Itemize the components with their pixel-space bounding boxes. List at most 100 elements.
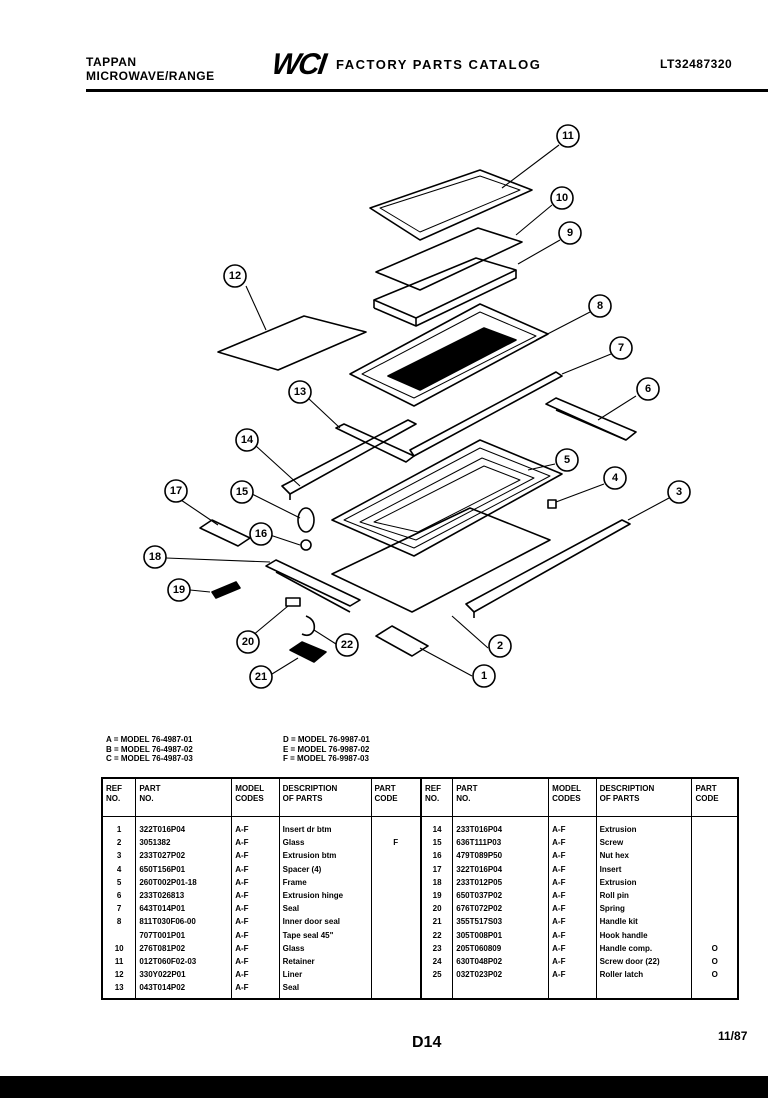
table-cell [695, 836, 734, 849]
table-cell: O [711, 970, 718, 980]
table-cell: Handle kit [599, 917, 638, 927]
table-cell: Roll pin [599, 890, 629, 900]
table-cell: A-F [235, 864, 249, 874]
page-number: D14 [412, 1034, 442, 1051]
table-cell: 15 [432, 838, 442, 848]
table-cell: 3 [116, 851, 122, 861]
table-cell: A-F [235, 890, 249, 900]
table-cell: Retainer [282, 956, 315, 966]
part-12-liner [217, 315, 367, 371]
part-18-extrusion [265, 559, 361, 613]
table-cell [375, 849, 417, 862]
table-cell: 25 [432, 970, 442, 980]
svg-text:18: 18 [149, 551, 161, 563]
table-cell: Glass [282, 838, 305, 848]
model-b: B = MODEL 76-4987-02 [106, 744, 193, 754]
svg-text:7: 7 [618, 342, 624, 354]
table-cell: 707T001P01 [139, 930, 186, 940]
model-list-left: A = MODEL 76-4987-01 B = MODEL 76-4987-0… [106, 735, 193, 764]
table-cell: 23 [432, 943, 442, 953]
brand-block: TAPPAN MICROWAVE/RANGE [86, 55, 215, 83]
table-cell: 16 [432, 851, 442, 861]
table-cell: 233T026813 [139, 890, 185, 900]
table-cell: A-F [552, 877, 566, 887]
table-cell: F [393, 838, 399, 848]
part-10-glass [375, 227, 523, 291]
table-cell: Extrusion [599, 877, 637, 887]
callout-7: 7 [609, 336, 633, 360]
model-list-right: D = MODEL 76-9987-01 E = MODEL 76-9987-0… [283, 735, 370, 764]
svg-text:2: 2 [497, 640, 503, 652]
table-cell: 322T016P04 [456, 864, 503, 874]
svg-text:11: 11 [562, 130, 574, 142]
svg-text:20: 20 [242, 636, 254, 648]
svg-text:10: 10 [556, 192, 568, 204]
brand-line-2: MICROWAVE/RANGE [86, 69, 215, 83]
svg-text:17: 17 [170, 485, 182, 497]
table-cell: Frame [282, 877, 307, 887]
table-cell: A-F [552, 851, 566, 861]
svg-text:3: 3 [676, 486, 682, 498]
table-cell [375, 981, 417, 994]
table-cell [375, 929, 417, 942]
callout-14: 14 [235, 428, 259, 452]
part-11-retainer [369, 169, 533, 241]
table-cell: 1 [116, 825, 122, 834]
table-cell [375, 915, 417, 928]
part-15-screw [297, 507, 315, 551]
table-cell: A-F [552, 890, 566, 900]
svg-text:12: 12 [229, 270, 241, 282]
table-cell: Nut hex [599, 851, 629, 861]
part-21-handle [289, 641, 327, 663]
part-1-insert-panel [331, 507, 551, 613]
table-cell: 305T008P01 [456, 930, 503, 940]
table-cell: 7 [116, 904, 122, 914]
table-cell: 043T014P02 [139, 983, 186, 993]
part-14-extrusion [281, 419, 417, 500]
table-cell: 276T081P02 [139, 943, 186, 953]
table-cell [695, 823, 734, 836]
table-cell: O [711, 943, 718, 953]
table-cell [106, 929, 132, 942]
table-cell [375, 968, 417, 981]
table-cell: Handle comp. [599, 943, 653, 953]
table-cell: A-F [235, 851, 249, 861]
table-cell [695, 915, 734, 928]
table-cell: A-F [235, 877, 249, 887]
table-cell: A-F [552, 904, 566, 914]
table-cell: 20 [432, 904, 442, 914]
table-cell: A-F [235, 917, 249, 927]
table-cell: A-F [552, 917, 566, 927]
callout-19: 19 [167, 578, 191, 602]
part-1-insert [375, 625, 429, 657]
table-cell: Spacer (4) [282, 864, 322, 874]
table-cell: 17 [432, 864, 442, 874]
table-cell: 11 [114, 956, 124, 966]
callout-20: 20 [236, 630, 260, 654]
table-cell: 479T089P50 [456, 851, 503, 861]
part-19-roll-pin [211, 581, 241, 599]
table-cell: 18 [432, 877, 442, 887]
table-cell: A-F [552, 864, 566, 874]
table-cell: A-F [235, 825, 249, 834]
callout-9: 9 [558, 221, 582, 245]
callout-5: 5 [555, 448, 579, 472]
table-cell: 233T016P04 [456, 825, 503, 834]
part-6-extrusion-hinge [545, 397, 637, 441]
model-d: D = MODEL 76-9987-01 [283, 735, 370, 744]
catalog-code: LT32487320 [660, 57, 733, 71]
table-cell [375, 889, 417, 902]
svg-text:1: 1 [481, 670, 487, 682]
table-cell: A-F [235, 838, 249, 848]
table-cell: 5 [116, 877, 122, 887]
svg-text:6: 6 [645, 383, 651, 395]
callout-3: 3 [667, 480, 691, 504]
table-cell [375, 942, 417, 955]
